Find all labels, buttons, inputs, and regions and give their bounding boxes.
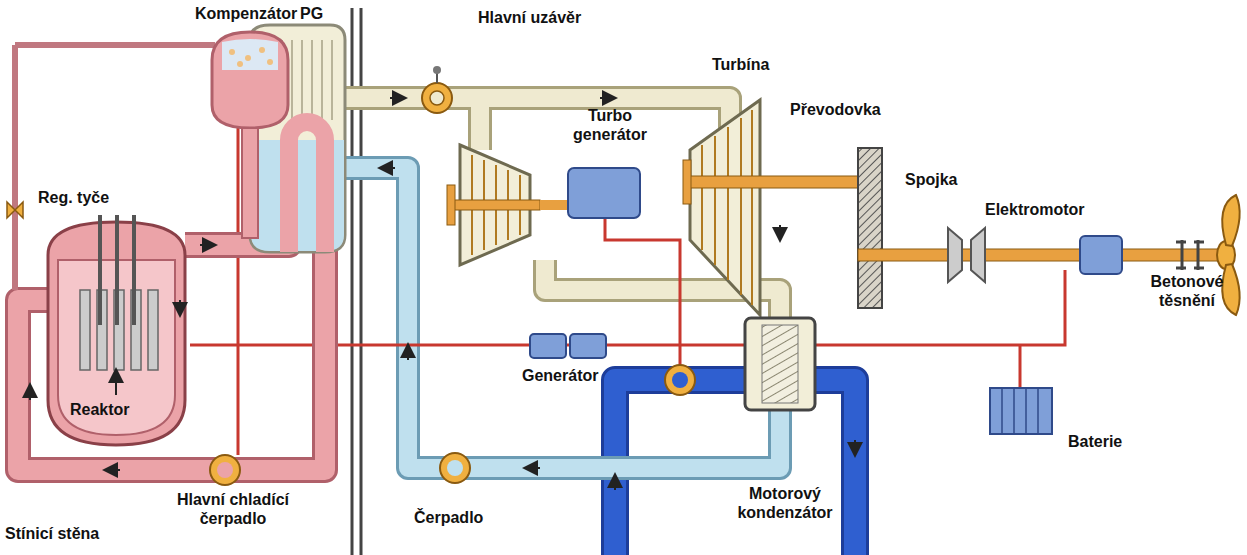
part-label: Generátor bbox=[522, 366, 598, 385]
part-label: Čerpadlo bbox=[414, 508, 483, 527]
part-label: Turbína bbox=[712, 55, 769, 74]
part-label: PG bbox=[300, 4, 323, 23]
part-label: Reg. tyče bbox=[38, 188, 109, 207]
part-label: Motorový kondenzátor bbox=[720, 484, 850, 522]
part-label: Baterie bbox=[1068, 432, 1122, 451]
part-label: Reaktor bbox=[70, 400, 130, 419]
part-label: Spojka bbox=[905, 170, 957, 189]
part-label: Elektromotor bbox=[985, 200, 1085, 219]
part-label: Betonové těsnění bbox=[1135, 272, 1239, 310]
part-label: Kompenzátor bbox=[195, 4, 297, 23]
part-label: Turbo generátor bbox=[555, 106, 665, 144]
part-label: Hlavní chladící čerpadlo bbox=[158, 490, 308, 528]
part-label: Převodovka bbox=[790, 100, 881, 119]
part-label: Hlavní uzávěr bbox=[478, 8, 581, 27]
part-label: Stínicí stěna bbox=[5, 524, 99, 543]
